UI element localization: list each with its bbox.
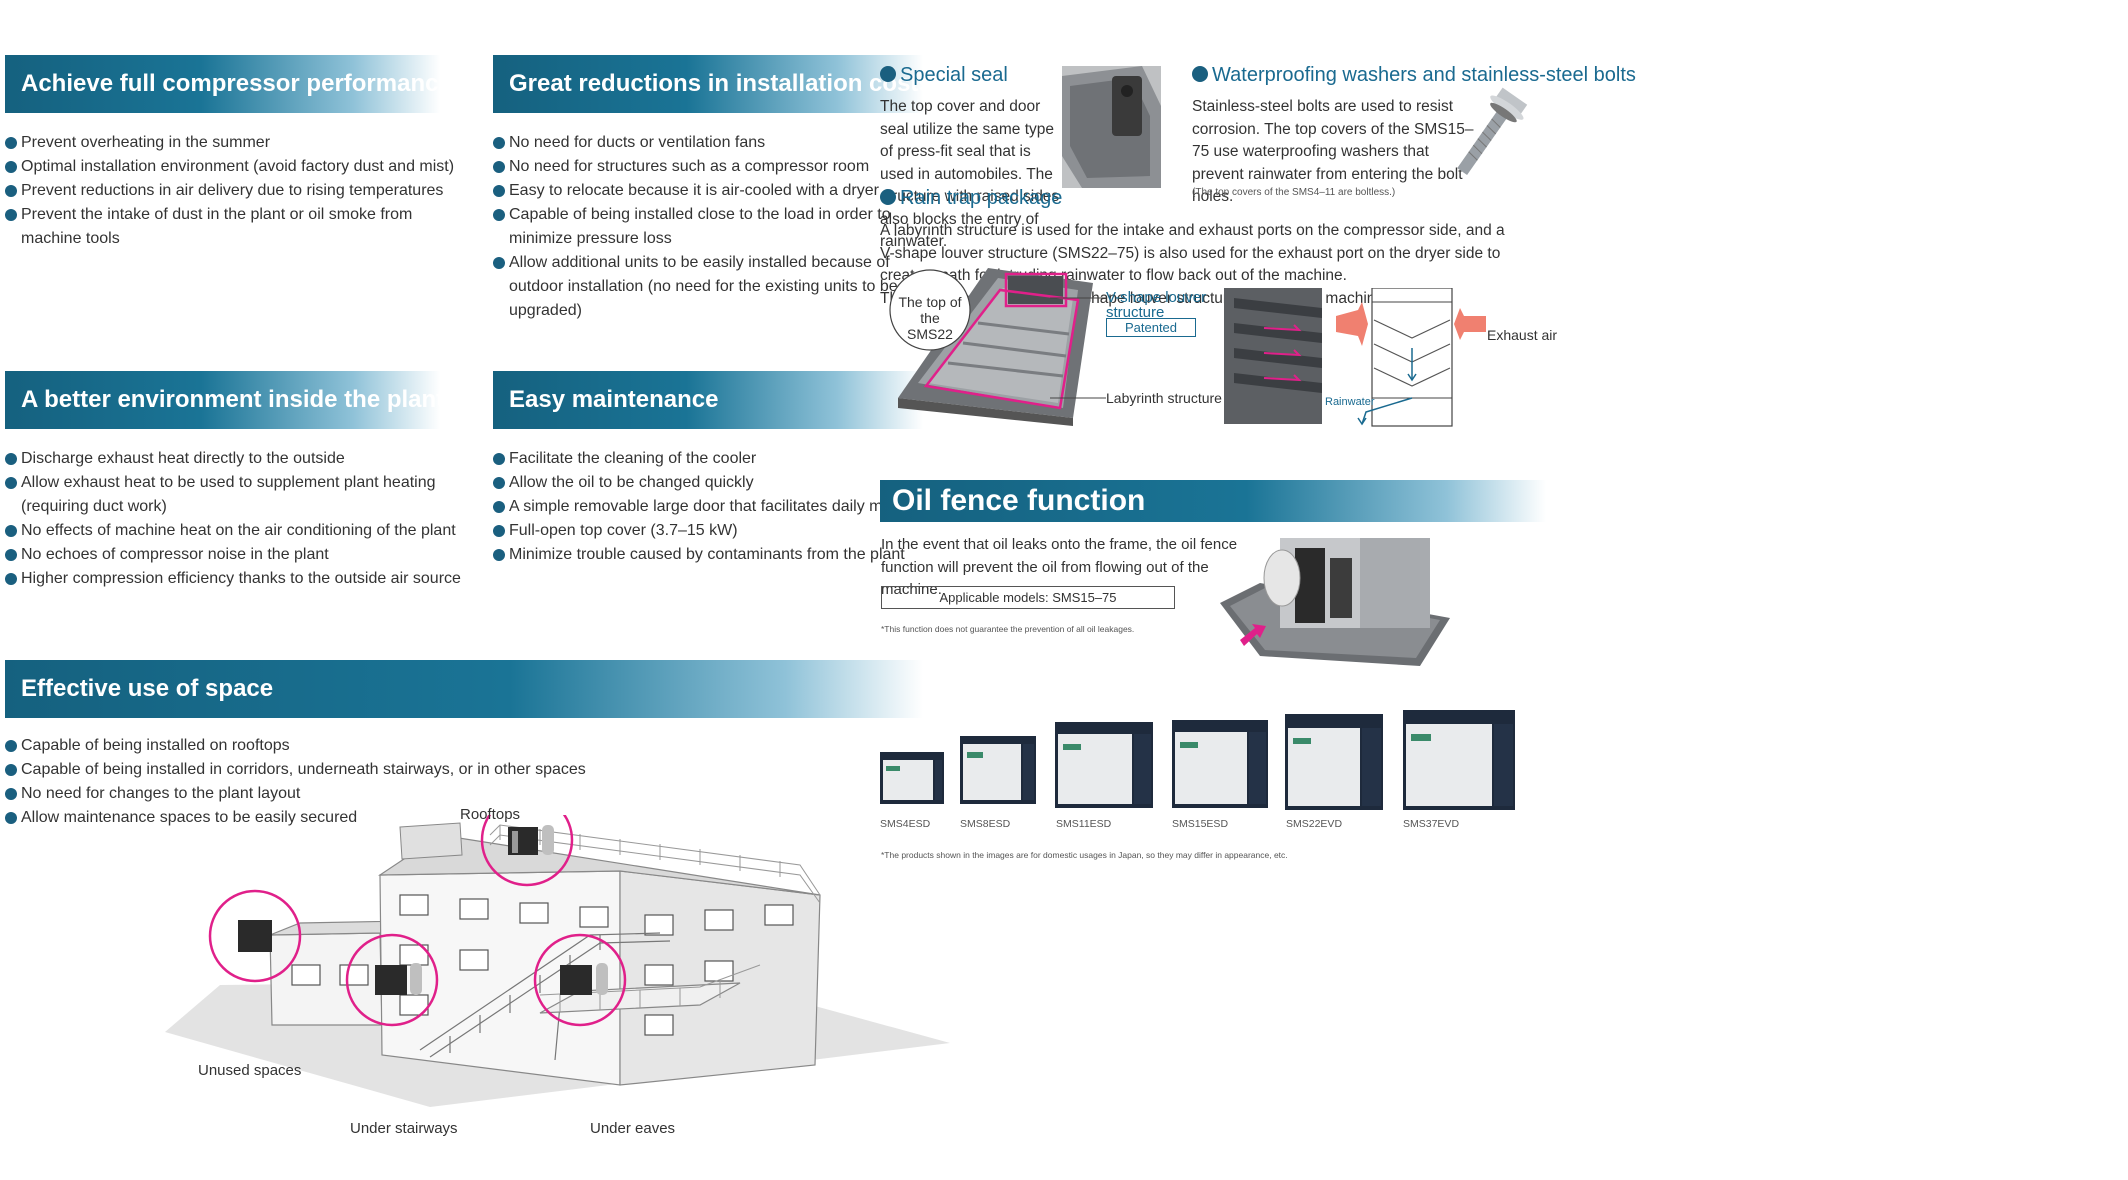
list-item: Higher compression efficiency thanks to … [5,567,475,591]
product-sms37evd [1403,710,1515,810]
list-item: Prevent reductions in air delivery due t… [5,179,475,203]
bullet-icon [880,189,896,205]
list-item: Full-open top cover (3.7–15 kW) [493,519,1013,543]
applicable-models-box: Applicable models: SMS15–75 [881,586,1175,609]
washers-text: Stainless-steel bolts are used to resist… [1192,98,1474,205]
callout-circle [889,269,971,351]
maintenance-header: Easy maintenance [493,371,923,429]
list-item: No need for ducts or ventilation fans [493,131,933,155]
list-item: Allow maintenance spaces to be easily se… [5,806,645,830]
washers-label: Waterproofing washers and stainless-stee… [1212,64,1636,86]
list-item: Prevent the intake of dust in the plant … [5,203,475,251]
list-item: A simple removable large door that facil… [493,495,1013,519]
special-seal-title: Special seal [880,64,1008,87]
list-item: Capable of being installed on rooftops [5,734,645,758]
rainwater-label: Rainwater [1325,396,1375,408]
raintrap-title: Rain trap package [880,187,1062,210]
list-item: Allow additional units to be easily inst… [493,251,933,323]
performance-header: Achieve full compressor performance [5,55,440,113]
labyrinth-label: Labyrinth structure [1106,390,1222,406]
list-item: Discharge exhaust heat directly to the o… [5,447,475,471]
space-list: Capable of being installed on rooftops C… [5,734,645,830]
space-header: Effective use of space [5,660,923,718]
environment-list: Discharge exhaust heat directly to the o… [5,447,475,591]
bullet-icon [880,66,896,82]
product-label: SMS22EVD [1286,818,1343,830]
label-under-stairways: Under stairways [350,1120,458,1137]
list-item: Minimize trouble caused by contaminants … [493,543,1013,567]
list-item: No echoes of compressor noise in the pla… [5,543,475,567]
special-seal-text: The top cover and door seal utilize the … [880,98,1060,250]
product-sms11esd [1055,722,1153,808]
product-label: SMS11ESD [1056,818,1112,830]
list-item: Capable of being installed in corridors,… [5,758,645,782]
callout-lines [1050,297,1106,399]
maintenance-list: Facilitate the cleaning of the cooler Al… [493,447,1013,567]
seal-photo [1062,66,1161,188]
product-label: SMS37EVD [1403,818,1460,830]
product-sms8esd [960,736,1036,804]
label-unused-spaces: Unused spaces [198,1062,302,1079]
performance-list: Prevent overheating in the summer Optima… [5,131,475,251]
list-item: Allow the oil to be changed quickly [493,471,1013,495]
label-rooftops: Rooftops [460,806,521,823]
list-item: Allow exhaust heat to be used to supplem… [5,471,475,519]
washers-note: (The top covers of the SMS4–11 are boltl… [1192,187,1396,198]
product-sms22evd [1285,714,1383,810]
washers-title: Waterproofing washers and stainless-stee… [1192,64,1636,87]
list-item: Prevent overheating in the summer [5,131,475,155]
special-seal-label: Special seal [900,64,1008,86]
callout-text: The top of the SMS22 [898,294,962,342]
product-sms15esd [1172,720,1268,808]
patented-badge: Patented [1106,318,1196,337]
oilfence-photo [1220,538,1450,666]
oilfence-note: *This function does not guarantee the pr… [881,624,1135,634]
products-note: *The products shown in the images are fo… [881,850,1288,860]
list-item: Easy to relocate because it is air-coole… [493,179,933,203]
louver-photo [1224,288,1322,424]
product-label: SMS8ESD [960,818,1011,830]
oilfence-text: In the event that oil leaks onto the fra… [881,536,1238,598]
environment-header: A better environment inside the plant [5,371,440,429]
product-label: SMS4ESD [880,818,931,830]
bolt-photo [1457,87,1528,175]
bullet-icon [1192,66,1208,82]
list-item: No need for structures such as a compres… [493,155,933,179]
list-item: Facilitate the cleaning of the cooler [493,447,1013,471]
building-illustration [165,815,950,1107]
list-item: No effects of machine heat on the air co… [5,519,475,543]
sms22-top-diagram [898,268,1093,426]
exhaust-label: Exhaust air [1487,327,1558,343]
label-under-eaves: Under eaves [590,1120,676,1137]
product-sms4esd [880,752,944,804]
louver-label: V-shape louver structure [1106,289,1207,321]
oilfence-header: Oil fence function [880,480,1546,522]
list-item: No need for changes to the plant layout [5,782,645,806]
list-item: Optimal installation environment (avoid … [5,155,475,179]
v-louver-diagram [1336,288,1486,427]
raintrap-label: Rain trap package [900,187,1063,209]
product-label: SMS15ESD [1172,818,1229,830]
list-item: Capable of being installed close to the … [493,203,933,251]
installation-header: Great reductions in installation costs [493,55,923,113]
installation-list: No need for ducts or ventilation fans No… [493,131,933,323]
